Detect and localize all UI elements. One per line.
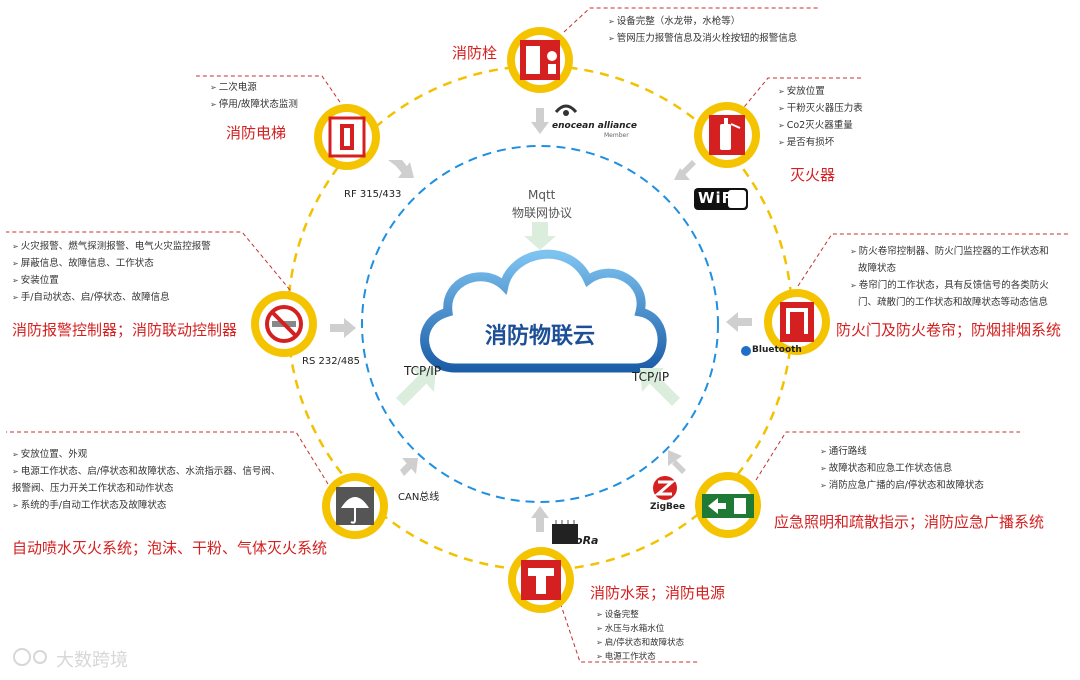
node-emergency-circle [695, 472, 761, 538]
info-item: 火灾报警、燃气探测报警、电气火灾监控报警 [12, 238, 211, 255]
tcp-right-label: TCP/IP [632, 370, 670, 384]
info-item: 通行路线 [820, 443, 984, 460]
arrow-hydrant [531, 108, 549, 134]
info-item: 设备完整（水龙带，水枪等） [608, 13, 797, 30]
cloud-shape [420, 249, 667, 373]
info-item: 管网压力报警信息及消火栓按钮的报警信息 [608, 30, 798, 47]
arrow-firedoor [726, 312, 752, 332]
info-item-cont: 报警阀、压力开关工作状态和动作状态 [12, 483, 174, 494]
info-item: 设备完整 [596, 608, 684, 622]
pump-info: 设备完整 水压与水箱水位 启/停状态和故障状态 电源工作状态 [596, 608, 684, 664]
alarm-title: 消防报警控制器；消防联动控制器 [12, 321, 238, 339]
info-item: 启/停状态和故障状态 [596, 636, 684, 650]
bluetooth-label: Bluetooth [752, 345, 802, 355]
wifi-logo-icon [694, 188, 748, 210]
firedoor-info: 防火卷帘控制器、防火门监控器的工作状态和 故障状态 卷帘门的工作状态，具有反馈信… [850, 243, 1049, 311]
info-item: 屏蔽信息、故障信息、工作状态 [12, 255, 211, 272]
info-item: 消防应急广播的启/停状态和故障状态 [820, 477, 984, 494]
arrow-sprinkler [400, 458, 418, 476]
enocean-label: enocean alliance [552, 121, 637, 131]
can-label: CAN总线 [398, 492, 440, 503]
node-extinguisher-circle [694, 102, 760, 168]
info-item: 水压与水箱水位 [596, 622, 684, 636]
arrow-pump [531, 506, 549, 532]
sprinkler-info: 安放位置、外观 电源工作状态、启/停状态和故障状态、水流指示器、信号阀、 报警阀… [12, 446, 280, 514]
info-item: 手/自动状态、启/停状态、故障信息 [12, 289, 211, 306]
rs-label: RS 232/485 [302, 356, 361, 367]
lora-label: LoRa [568, 534, 599, 547]
mqtt-label: Mqtt [528, 188, 556, 202]
tcp-left-label: TCP/IP [404, 364, 442, 378]
node-hydrant-circle [507, 27, 573, 93]
node-pump-circle [508, 547, 574, 613]
extinguisher-title: 灭火器 [790, 166, 836, 184]
info-item: 安放位置、外观 [12, 446, 280, 463]
info-item: 是否有损坏 [778, 134, 863, 151]
extinguisher-info: 安放位置 干粉灭火器压力表 Co2灭火器重量 是否有损坏 [778, 83, 863, 151]
inner-ring [361, 145, 719, 503]
info-item: 安放位置 [778, 83, 863, 100]
watermark-icon [13, 648, 47, 666]
arrow-elevator [388, 160, 414, 178]
emergency-title: 应急照明和疏散指示；消防应急广播系统 [774, 513, 1045, 531]
node-alarm-circle [251, 291, 317, 357]
arrow-tcp-left [396, 368, 436, 406]
arrow-emergency [668, 450, 686, 474]
mqtt-sublabel: 物联网协议 [512, 206, 573, 220]
firedoor-title: 防火门及防火卷帘；防烟排烟系统 [836, 321, 1062, 339]
info-item: 故障状态和应急工作状态信息 [820, 460, 984, 477]
sprinkler-title: 自动喷水灭火系统；泡沫、干粉、气体灭火系统 [12, 539, 328, 557]
rf-label: RF 315/433 [344, 189, 402, 200]
info-item: 系统的手/自动工作状态及故障状态 [12, 497, 280, 514]
hydrant-info: 设备完整（水龙带，水枪等） 管网压力报警信息及消火栓按钮的报警信息 [608, 13, 798, 47]
info-item: 干粉灭火器压力表 [778, 100, 863, 117]
emergency-info: 通行路线 故障状态和应急工作状态信息 消防应急广播的启/停状态和故障状态 [820, 443, 984, 494]
watermark-text: 大数跨境 [56, 650, 128, 671]
info-item: 电源工作状态 [596, 650, 684, 664]
zigbee-logo-icon [653, 476, 677, 500]
hydrant-title: 消防栓 [452, 44, 498, 62]
enocean-logo-icon [554, 104, 578, 116]
wifi-label: WiFi [698, 189, 740, 207]
node-firedoor-circle [764, 289, 830, 355]
enocean-sublabel: Member [604, 132, 629, 139]
node-sprinkler-circle [322, 473, 388, 539]
info-item: Co2灭火器重量 [778, 117, 863, 134]
lora-chip-icon [552, 520, 578, 544]
info-item: 安装位置 [12, 272, 211, 289]
info-item-cont: 门、疏散门的工作状态和故障状态等动态信息 [858, 297, 1049, 308]
arrow-alarm [330, 318, 356, 338]
bluetooth-logo-icon [741, 346, 751, 356]
info-item: 停用/故障状态监测 [210, 96, 298, 113]
alarm-info: 火灾报警、燃气探测报警、电气火灾监控报警 屏蔽信息、故障信息、工作状态 安装位置… [12, 238, 211, 306]
pump-title: 消防水泵；消防电源 [590, 584, 726, 602]
arrow-mqtt [524, 222, 556, 250]
info-item: 防火卷帘控制器、防火门监控器的工作状态和 [850, 243, 1049, 260]
cloud-title: 消防物联云 [484, 324, 595, 349]
zigbee-label: ZigBee [650, 502, 686, 512]
info-item: 卷帘门的工作状态，具有反馈信号的各类防火 [850, 277, 1049, 294]
elevator-info: 二次电源 停用/故障状态监测 [210, 79, 298, 113]
elevator-title: 消防电梯 [226, 124, 287, 142]
arrow-extinguisher [674, 160, 696, 180]
arrow-tcp-right [640, 368, 680, 406]
info-item: 电源工作状态、启/停状态和故障状态、水流指示器、信号阀、 [12, 463, 281, 480]
info-item: 二次电源 [210, 79, 298, 96]
node-elevator-circle [314, 104, 380, 170]
info-item-cont: 故障状态 [858, 263, 897, 274]
